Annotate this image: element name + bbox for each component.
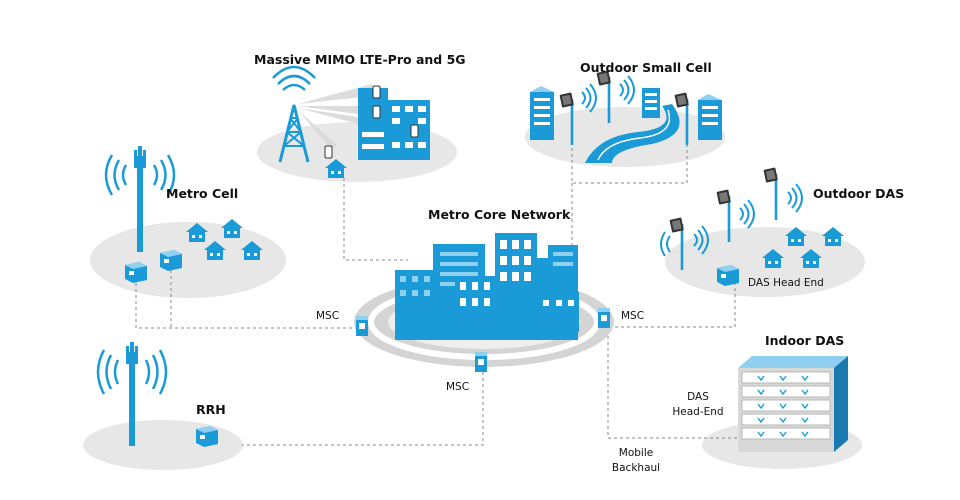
equipment-cabinet-icon [196,426,218,447]
house-icon [221,219,243,238]
mimo-building-icon [358,88,430,160]
signal-wave-icon [660,231,671,257]
equipment-cabinet-icon [717,265,739,286]
outdoor-das-label: Outdoor DAS [813,186,905,201]
metro-cell-label: Metro Cell [166,186,239,201]
metro-core-network-label: Metro Core Network [428,207,571,222]
das-head-end-indoor-label-line1: DAS [687,391,709,403]
equipment-cabinet-icon [160,250,182,271]
mobile-backhaul-label-line1: Mobile [618,447,654,459]
mimo-tower-icon [272,65,316,163]
msc-left-icon [356,316,368,336]
signal-wave-icon [96,349,168,395]
small-cell-buildings [530,86,722,140]
indoor-das-label: Indoor DAS [765,333,845,348]
signal-wave-icon [104,154,176,196]
metro-cell-tower-icon [134,146,146,252]
msc-right-icon [598,308,610,328]
msc-right-label: MSC [621,310,645,322]
core-city-buildings [395,233,579,340]
equipment-cabinet-icon [125,262,147,283]
connector-lines [135,112,737,446]
rrh-tower-icon [126,342,138,446]
outdoor-small-cell-label: Outdoor Small Cell [580,60,712,75]
house-icon [822,227,844,246]
massive-mimo-label: Massive MIMO LTE-Pro and 5G [254,52,466,67]
mobile-backhaul-label-line2: Backhaul [611,462,661,474]
msc-left-label: MSC [316,310,340,322]
rrh-platform [83,420,243,470]
server-rack-icon [738,356,848,452]
signal-wave-icon [739,199,755,229]
rrh-label: RRH [196,402,226,417]
msc-bottom-label: MSC [446,381,470,393]
das-pole-icon [763,167,778,220]
das-head-end-label: DAS Head End [748,277,824,289]
signal-wave-icon [581,83,597,113]
signal-wave-icon [619,75,635,105]
das-head-end-indoor-label-line2: Head-End [672,406,724,418]
smartphone-icon [324,85,419,159]
signal-wave-icon [787,183,803,213]
road-centerline [597,109,671,161]
msc-bottom-icon [475,352,487,372]
